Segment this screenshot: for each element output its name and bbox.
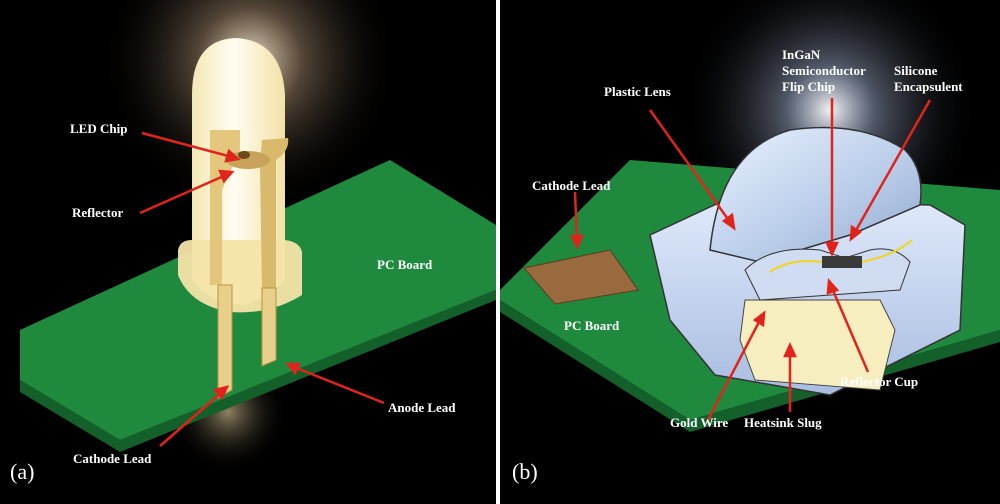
label-pc-board-b: PC Board [564, 318, 620, 333]
label-reflector: Reflector [72, 205, 124, 220]
label-led-chip: LED Chip [70, 121, 128, 136]
power-led-illustration [500, 0, 1000, 504]
panel-b-power-led: Plastic Lens InGaN Semiconductor Flip Ch… [500, 0, 1000, 504]
led-chip [238, 151, 250, 159]
label-cathode-lead-a: Cathode Lead [73, 451, 152, 466]
panel-letter-a: (a) [10, 459, 35, 484]
panel-a-through-hole-led: LED Chip Reflector PC Board Anode Lead C… [0, 0, 496, 504]
reflector-cup-b [744, 248, 911, 301]
panel-letter-b: (b) [512, 459, 538, 484]
through-hole-led-illustration [0, 0, 496, 504]
label-gold-wire: Gold Wire [670, 415, 729, 430]
label-silicone-line2: Encapsulent [894, 79, 963, 94]
label-silicone-line1: Silicone [894, 63, 938, 78]
reflector-cup [226, 151, 270, 169]
plastic-lens [709, 126, 922, 263]
heatsink-slug [739, 299, 896, 391]
gold-wire [769, 260, 823, 273]
label-pc-board-a: PC Board [377, 257, 433, 272]
cathode-lead [217, 284, 233, 399]
ingan-flip-chip [822, 256, 862, 268]
label-reflector-cup: Reflector Cup [840, 374, 919, 389]
label-plastic-lens: Plastic Lens [604, 84, 671, 99]
cathode-lead-b [523, 249, 639, 305]
callout-arrows [139, 131, 385, 447]
callout-arrows-b [570, 98, 932, 421]
label-ingan-line2: Semiconductor [782, 63, 866, 78]
label-ingan-line3: Flip Chip [782, 79, 836, 94]
label-heatsink-slug: Heatsink Slug [744, 415, 822, 430]
anode-lead [261, 287, 277, 367]
label-cathode-lead-b: Cathode Lead [532, 178, 611, 193]
label-ingan-line1: InGaN [782, 47, 821, 62]
label-anode-lead: Anode Lead [388, 400, 456, 415]
